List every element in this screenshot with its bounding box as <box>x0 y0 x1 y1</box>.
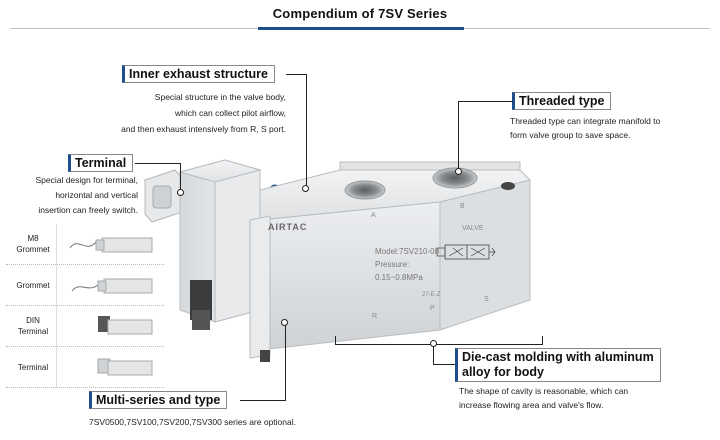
leader-line-terminal <box>135 163 181 192</box>
variant-label: Terminal <box>17 327 49 336</box>
port-s-label: S <box>484 296 489 303</box>
desc-threaded-1: Threaded type can integrate manifold to <box>510 116 661 126</box>
variant-image-din-terminal <box>98 316 153 335</box>
desc-inner-exhaust-3: and then exhaust intensively from R, S p… <box>121 124 286 134</box>
valve-pressure-range: 0.15~0.8MPa <box>375 273 423 282</box>
page-title: Compendium of 7SV Series <box>272 6 448 21</box>
variant-row: DIN Terminal <box>6 306 164 347</box>
leader-line-multi-series <box>240 322 286 401</box>
variant-label: DIN <box>26 316 40 325</box>
title-underline-accent <box>258 27 464 30</box>
callout-terminal-title: Terminal <box>68 154 134 172</box>
bracket-die-cast <box>335 336 543 345</box>
desc-threaded-2: form valve group to save space. <box>510 130 631 140</box>
leader-line-threaded <box>458 101 513 170</box>
valve-body <box>249 161 531 362</box>
terminal-connector <box>144 169 183 223</box>
marker-dot-die-cast <box>430 340 437 347</box>
desc-inner-exhaust-1: Special structure in the valve body, <box>154 92 286 102</box>
die-cast-title-line1: Die-cast molding with aluminum <box>462 350 654 364</box>
leader-line-die-cast <box>433 344 456 365</box>
leader-line-inner-exhaust <box>286 74 307 187</box>
marker-dot-multi-series <box>281 319 288 326</box>
desc-terminal-3: insertion can freely switch. <box>38 205 138 215</box>
die-cast-title-line2: alloy for body <box>462 365 544 379</box>
callout-threaded-title: Threaded type <box>512 92 612 110</box>
desc-die-cast-1: The shape of cavity is reasonable, which… <box>459 386 629 396</box>
marker-dot-terminal <box>177 189 184 196</box>
valve-symbol <box>436 244 496 260</box>
valve-illustration <box>144 159 531 362</box>
port-r-label: R <box>372 313 378 320</box>
valve-brand: AIRTAC <box>268 222 308 232</box>
port-a-hole <box>344 180 386 200</box>
variant-row: Grommet <box>6 265 164 306</box>
desc-multi-series-1: 7SV0500,7SV100,7SV200,7SV300 series are … <box>89 417 296 427</box>
variant-label: Grommet <box>16 280 50 290</box>
port-b-label: B <box>460 203 465 210</box>
port-a-label: A <box>371 212 376 219</box>
marker-dot-threaded <box>455 168 462 175</box>
variant-label: Terminal <box>17 362 49 372</box>
marker-dot-inner-exhaust <box>302 185 309 192</box>
variant-label: Grommet <box>16 245 50 254</box>
callout-inner-exhaust-title: Inner exhaust structure <box>122 65 275 83</box>
variant-table-divider <box>56 224 57 388</box>
variant-image-grommet <box>71 278 153 294</box>
variant-image-terminal <box>97 358 153 376</box>
valve-text: VALVE <box>462 225 484 232</box>
valve-model: Model:7SV210-08 <box>375 247 440 256</box>
port-p-label: P <box>430 305 435 312</box>
solenoid-block <box>178 159 262 330</box>
desc-inner-exhaust-2: which can collect pilot airflow, <box>174 108 286 118</box>
variant-row: Terminal <box>6 347 164 388</box>
callout-die-cast-title: Die-cast molding with aluminum alloy for… <box>455 348 661 382</box>
valve-pressure-label: Pressure: <box>375 260 410 269</box>
port-b-hole <box>432 167 478 189</box>
callout-multi-series-title: Multi-series and type <box>89 391 228 409</box>
variant-label: M8 <box>27 234 39 243</box>
desc-terminal-1: Special design for terminal, <box>35 175 138 185</box>
desc-die-cast-2: increase flowing area and valve's flow. <box>459 400 604 410</box>
desc-terminal-2: horizontal and vertical <box>55 190 138 200</box>
variant-image-m8-grommet <box>69 237 153 253</box>
valve-code: 27-E-Z <box>422 292 441 298</box>
